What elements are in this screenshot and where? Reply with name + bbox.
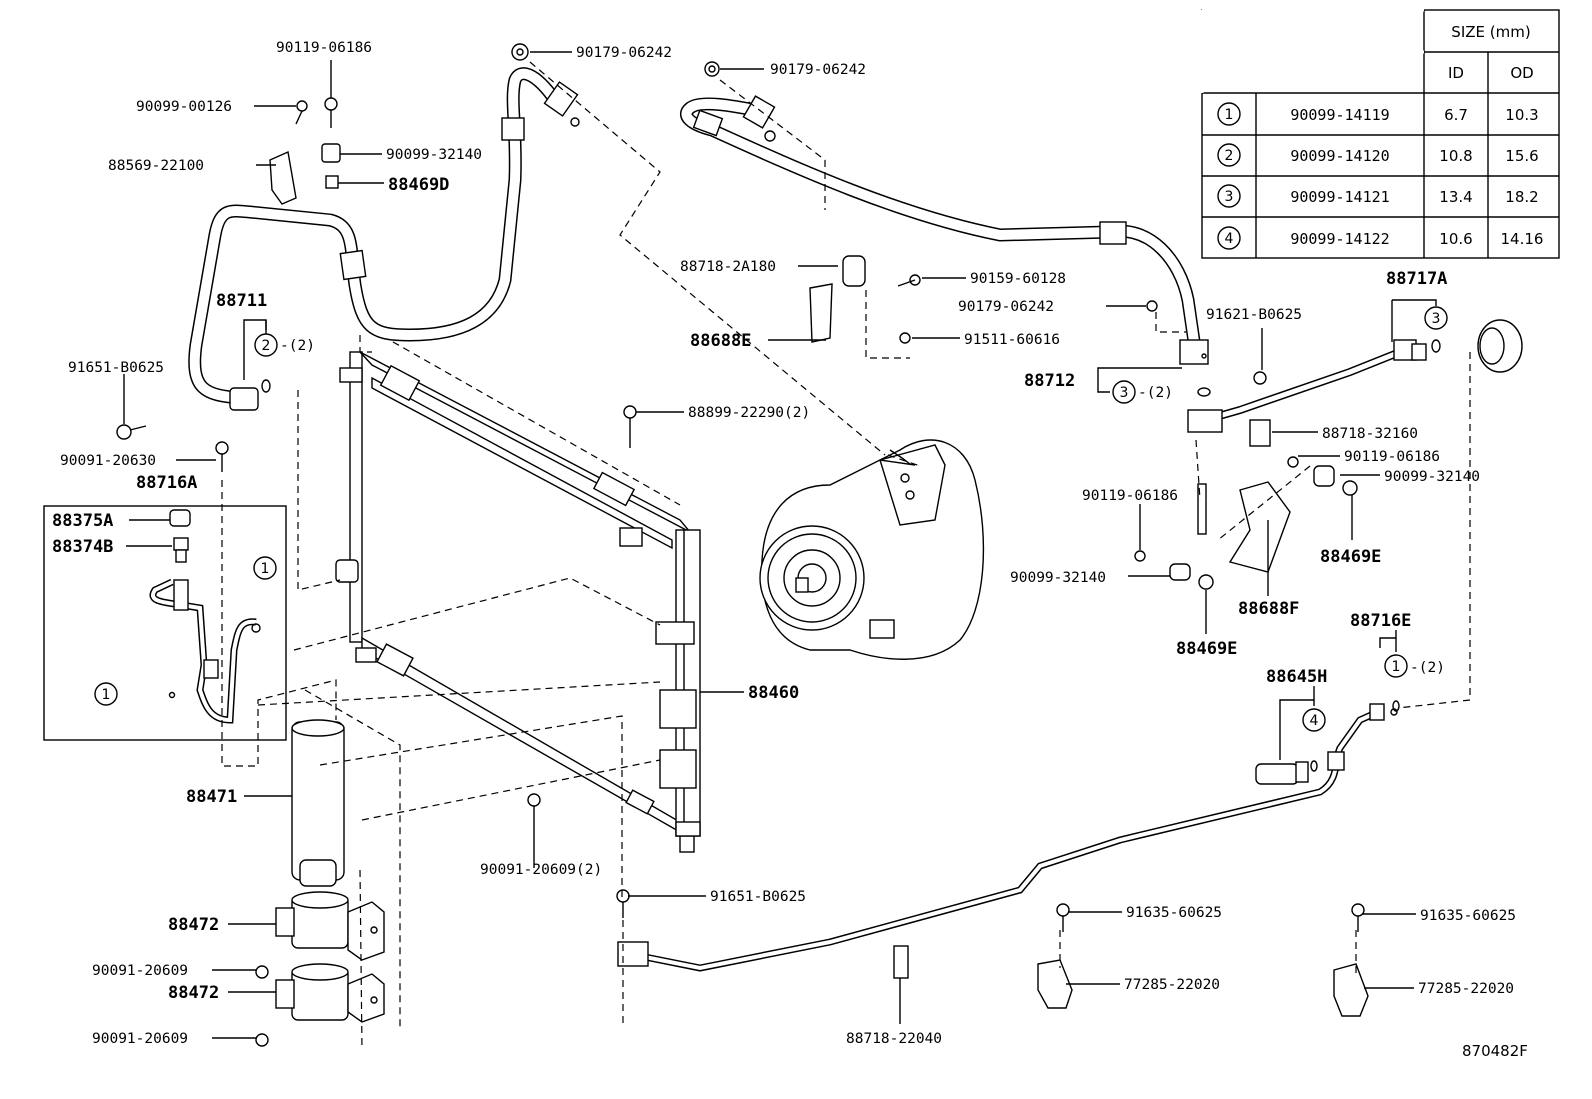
label-90119-06186: 90119-06186 [1082, 488, 1178, 504]
label-90099-32140: 90099-32140 [1010, 570, 1106, 586]
label-90179-06242: 90179-06242 [770, 62, 866, 78]
label-90091-20609: 90091-20609 [92, 1031, 188, 1047]
size-row-od: 10.3 [1505, 106, 1538, 124]
label-88718-32160: 88718-32160 [1322, 426, 1418, 442]
label-90159-60128: 90159-60128 [970, 271, 1066, 287]
label-88469e: 88469E [1320, 547, 1381, 567]
label-91621-b0625: 91621-B0625 [1206, 307, 1302, 323]
suction-hose[interactable] [680, 61, 1209, 365]
label-90099-00126: 90099-00126 [136, 99, 232, 115]
pipe-88717a[interactable] [1187, 319, 1523, 433]
size-row-id: 10.6 [1439, 230, 1472, 248]
pipe-88716a-group[interactable] [43, 505, 287, 741]
receiver-bracket-upper[interactable] [275, 891, 385, 961]
size-table-col-id: ID [1448, 64, 1464, 82]
callout-3: 3 [1120, 385, 1129, 401]
size-row-od: 18.2 [1505, 188, 1538, 206]
label-90119-06186: 90119-06186 [276, 40, 372, 56]
size-table-header: SIZE (mm) [1451, 23, 1530, 41]
label-77285-22020: 77285-22020 [1124, 977, 1220, 993]
size-row-part: 90099-14121 [1290, 188, 1389, 206]
label-qty-2: -(2) [1410, 660, 1445, 676]
diagram-id: 870482F [1462, 1042, 1528, 1060]
label-91635-60625: 91635-60625 [1126, 905, 1222, 921]
label-88711: 88711 [216, 291, 267, 311]
callout-2: 2 [262, 338, 271, 354]
receiver-88471[interactable] [291, 719, 345, 887]
label-90179-06242: 90179-06242 [576, 45, 672, 61]
size-table-col-od: OD [1510, 64, 1533, 82]
label-88460: 88460 [748, 683, 799, 703]
size-table: SIZE (mm) ID OD 1 90099-14119 6.7 10.3 2… [1200, 8, 1560, 259]
size-row-index: 4 [1225, 231, 1234, 247]
label-88471: 88471 [186, 787, 237, 807]
liquid-pipe-long[interactable] [617, 703, 1398, 972]
label-88469e: 88469E [1176, 639, 1237, 659]
size-row-part: 90099-14119 [1290, 106, 1389, 124]
label-91651-b0625: 91651-B0625 [710, 889, 806, 905]
part-labels: 90119-06186 90099-00126 88569-22100 9009… [52, 40, 1528, 1060]
callout-1: 1 [1392, 659, 1401, 675]
label-90179-06242: 90179-06242 [958, 299, 1054, 315]
label-qty-2: -(2) [280, 338, 315, 354]
size-row-part: 90099-14120 [1290, 147, 1389, 165]
callout-4: 4 [1310, 713, 1319, 729]
dashed-leaders [221, 61, 1471, 1051]
size-row-od: 15.6 [1505, 147, 1538, 165]
small-parts [116, 97, 1369, 1047]
receiver-bracket-lower[interactable] [275, 963, 385, 1023]
label-88375a: 88375A [52, 511, 113, 531]
label-77285-22020: 77285-22020 [1418, 981, 1514, 997]
label-91635-60625: 91635-60625 [1420, 908, 1516, 924]
size-row-id: 6.7 [1444, 106, 1468, 124]
label-88688e: 88688E [690, 331, 751, 351]
label-88716a: 88716A [136, 473, 197, 493]
label-90091-20630: 90091-20630 [60, 453, 156, 469]
callout-1: 1 [261, 561, 270, 577]
label-88717a: 88717A [1386, 269, 1447, 289]
leader-lines [123, 51, 1437, 1039]
label-88718-22040: 88718-22040 [846, 1031, 942, 1047]
label-88716e: 88716E [1350, 611, 1411, 631]
size-row-od: 14.16 [1501, 230, 1544, 248]
size-row-index: 1 [1225, 107, 1234, 123]
label-90099-32140: 90099-32140 [1384, 469, 1480, 485]
label-88899-22290: 88899-22290(2) [688, 405, 810, 421]
label-qty-2: -(2) [1138, 385, 1173, 401]
size-row-id: 10.8 [1439, 147, 1472, 165]
size-row-index: 3 [1225, 189, 1234, 205]
size-row-part: 90099-14122 [1290, 230, 1389, 248]
label-88472: 88472 [168, 983, 219, 1003]
label-88469d: 88469D [388, 175, 449, 195]
callouts: 2 1 1 3 3 1 4 [94, 306, 1448, 732]
label-88718-2a180: 88718-2A180 [680, 259, 776, 275]
discharge-hose[interactable] [188, 43, 580, 411]
callout-1: 1 [102, 687, 111, 703]
label-91651-b0625: 91651-B0625 [68, 360, 164, 376]
size-row-index: 2 [1225, 148, 1234, 164]
label-90091-20609-2: 90091-20609(2) [480, 862, 602, 878]
label-88688f: 88688F [1238, 599, 1299, 619]
label-88569-22100: 88569-22100 [108, 158, 204, 174]
compressor[interactable] [759, 439, 985, 660]
label-91511-60616: 91511-60616 [964, 332, 1060, 348]
label-88712: 88712 [1024, 371, 1075, 391]
label-88645h: 88645H [1266, 667, 1327, 687]
label-88472: 88472 [168, 915, 219, 935]
label-90091-20609: 90091-20609 [92, 963, 188, 979]
label-90119-06186: 90119-06186 [1344, 449, 1440, 465]
condenser-88460[interactable] [335, 329, 701, 853]
callout-3: 3 [1432, 311, 1441, 327]
size-row-id: 13.4 [1439, 188, 1472, 206]
label-90099-32140: 90099-32140 [386, 147, 482, 163]
label-88374b: 88374B [52, 537, 113, 557]
